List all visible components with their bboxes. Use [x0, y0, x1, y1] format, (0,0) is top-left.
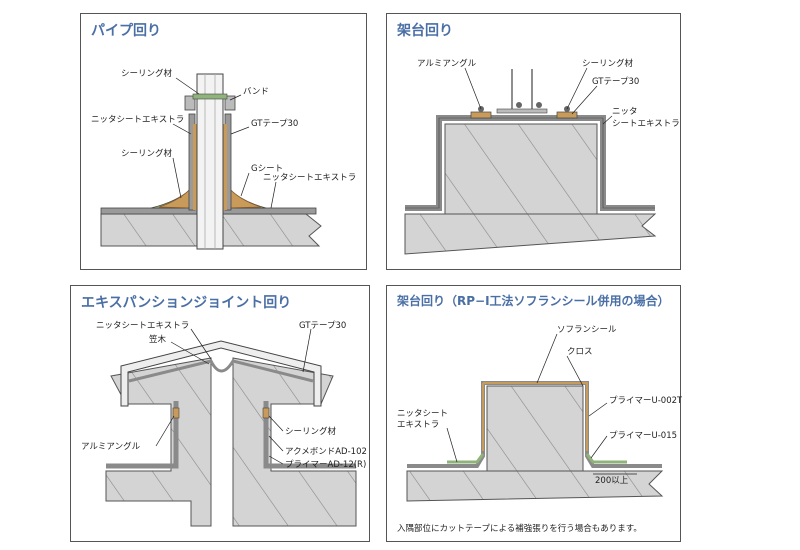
label-primer: プライマーAD-12(R)	[285, 460, 366, 470]
label-cloth: クロス	[567, 347, 593, 357]
label-gt-tape: GTテープ30	[592, 77, 639, 87]
label-sealing-mid: シーリング材	[121, 148, 173, 159]
expansion-diagram: ニッタシートエキストラ 笠木 GTテープ30 アルミアングル シーリング材 アク…	[81, 321, 367, 527]
concrete-slab	[406, 470, 664, 502]
panel-stand-rp: 架台回り（RP−Ⅰ工法ソフランシール併用の場合） 200以上 ソフランシール ク…	[386, 285, 682, 542]
band	[184, 95, 196, 111]
label-sealing-top: シーリング材	[121, 68, 173, 79]
label-sealing: シーリング材	[285, 426, 337, 437]
label-aluminum-angle: アルミアングル	[81, 441, 141, 452]
label-aluminum-angle: アルミアングル	[417, 58, 477, 69]
panel-title: エキスパンションジョイント回り	[81, 295, 292, 311]
stand-diagram: アルミアングル シーリング材 GTテープ30 ニッタ シートエキストラ	[404, 58, 680, 255]
concrete-slab	[404, 213, 657, 255]
aluminum-angle	[470, 111, 492, 119]
kasagi	[120, 340, 322, 407]
label-kasagi: 笠木	[149, 334, 167, 345]
panel-expansion: エキスパンションジョイント回り ニッタシートエキストラ	[70, 285, 370, 542]
label-nitta-2: エキストラ	[397, 420, 439, 430]
label-gt-tape: GTテープ30	[251, 119, 298, 129]
label-sofran-seal: ソフランシール	[557, 325, 617, 335]
concrete-base	[444, 123, 598, 215]
label-nitta: ニッタシートエキストラ	[96, 321, 189, 331]
pipe-diagram: シーリング材 バンド ニッタシートエキストラ GTテープ30 シーリング材 Gシ…	[91, 68, 356, 250]
label-gt-tape: GTテープ30	[299, 321, 346, 331]
stand-rp-diagram: 200以上 ソフランシール クロス プライマーU-002T ニッタシート エキス…	[397, 325, 682, 502]
panel-stand: 架台回り アルミアングル シ	[386, 13, 681, 270]
waterproof-sheet	[106, 401, 179, 469]
concrete-block	[486, 385, 584, 472]
label-dim-200: 200以上	[595, 476, 629, 486]
panel-title: 架台回り（RP−Ⅰ工法ソフランシール併用の場合）	[397, 294, 670, 308]
label-primer-002t: プライマーU-002T	[609, 396, 682, 406]
label-nitta-1: ニッタ	[612, 107, 638, 117]
panel-title: パイプ回り	[91, 23, 161, 39]
footnote: 入隅部位にカットテープによる補強張りを行う場合もあります。	[397, 524, 642, 534]
panel-title: 架台回り	[397, 23, 453, 39]
concrete-right	[232, 357, 357, 527]
pipe	[196, 73, 224, 250]
label-nitta-1: ニッタシート	[397, 409, 448, 419]
label-acme-bond: アクメボンドAD-102	[285, 447, 367, 457]
label-sealing: シーリング材	[582, 58, 634, 69]
sealing-cap	[192, 93, 228, 100]
label-g-sheet: Gシート	[251, 164, 283, 174]
label-nitta-2: シートエキストラ	[612, 119, 680, 129]
label-band: バンド	[243, 87, 269, 97]
label-nitta-left: ニッタシートエキストラ	[91, 115, 184, 125]
aluminum-angle	[172, 407, 180, 419]
concrete-left	[105, 357, 212, 527]
label-primer-015: プライマーU-015	[609, 431, 677, 441]
panel-pipe: パイプ回り	[80, 13, 367, 270]
label-nitta-right: ニッタシートエキストラ	[263, 173, 356, 183]
